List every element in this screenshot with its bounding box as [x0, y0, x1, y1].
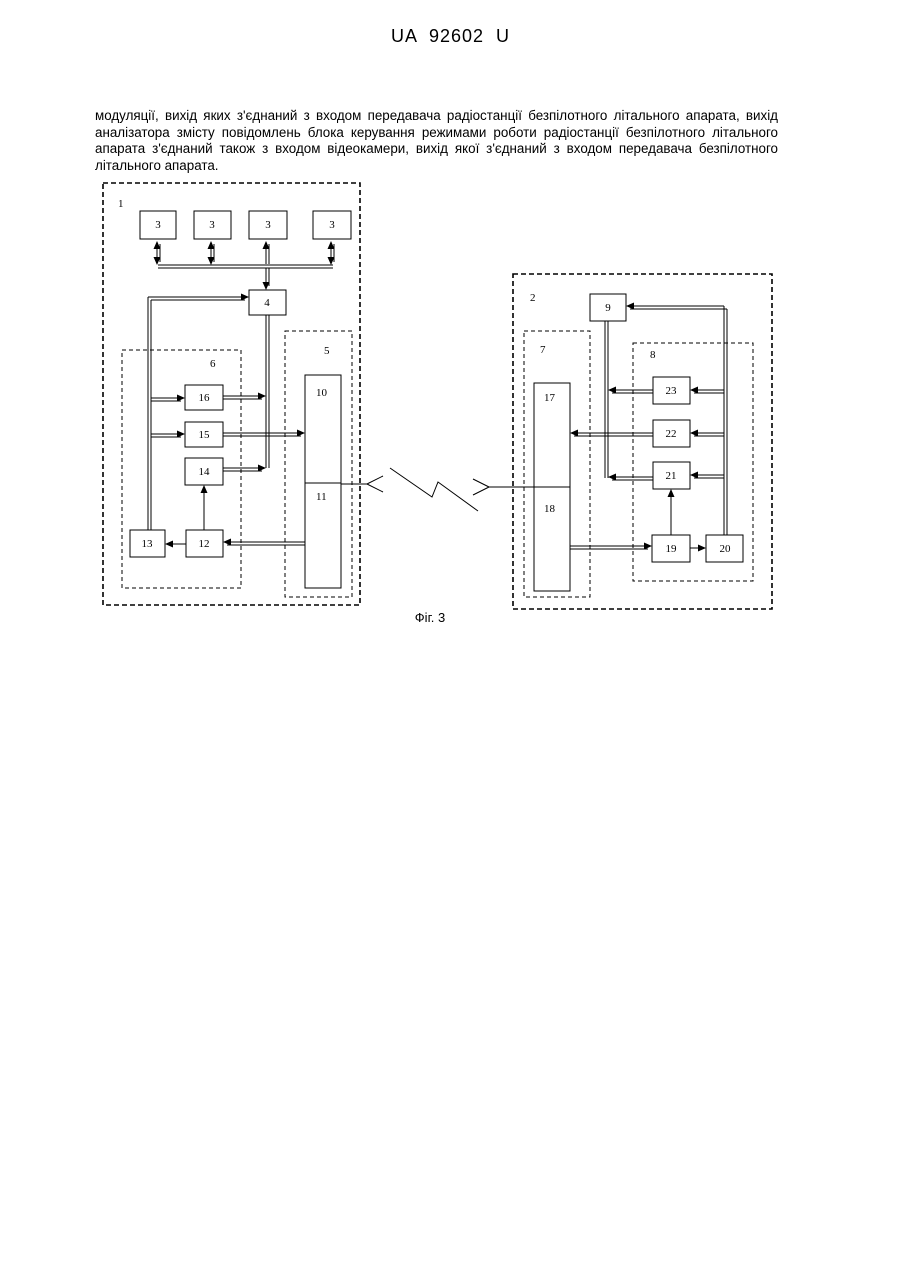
block-3d-label: 3 [329, 219, 335, 231]
group-2-label: 2 [530, 292, 536, 304]
lightning-bolt-icon [390, 468, 478, 511]
group-7-label: 7 [540, 344, 546, 356]
figure-caption: Фіг. 3 [415, 610, 445, 625]
group-6-label: 6 [210, 358, 216, 370]
block-10-11 [305, 375, 341, 588]
block-22-label: 22 [666, 428, 677, 440]
block-16-label: 16 [199, 392, 211, 404]
block-diagram-figure: 1 6 5 2 7 8 3 3 3 3 4 16 15 14 13 12 10 … [0, 0, 901, 640]
block-17-label: 17 [544, 392, 556, 404]
block-12-label: 12 [199, 538, 210, 550]
group-5-label: 5 [324, 345, 330, 357]
group-1-label: 1 [118, 198, 124, 210]
block-9-label: 9 [605, 302, 611, 314]
block-3a-label: 3 [155, 219, 161, 231]
block-4-label: 4 [264, 297, 270, 309]
block-23-label: 23 [666, 385, 678, 397]
block-15-label: 15 [199, 429, 211, 441]
block-10-label: 10 [316, 387, 328, 399]
block-11-label: 11 [316, 491, 327, 503]
block-14-label: 14 [199, 466, 211, 478]
block-20-label: 20 [720, 543, 732, 555]
radio-link [341, 468, 534, 511]
block-21-label: 21 [666, 470, 677, 482]
block-13-label: 13 [142, 538, 154, 550]
group-8-label: 8 [650, 349, 656, 361]
block-3b-label: 3 [209, 219, 215, 231]
block-18-label: 18 [544, 503, 556, 515]
block-3c-label: 3 [265, 219, 271, 231]
block-19-label: 19 [666, 543, 678, 555]
